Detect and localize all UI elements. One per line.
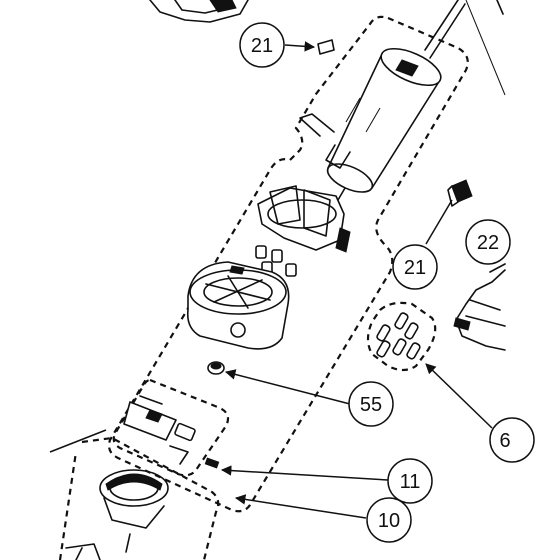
callout-11: 11 (387, 458, 433, 504)
base-coil-part (65, 469, 169, 560)
part-11-screw (204, 457, 220, 469)
leader-10 (234, 494, 367, 519)
svg-text:10: 10 (378, 510, 400, 532)
leader-21-top (284, 41, 316, 52)
lower-boundary (112, 378, 230, 477)
svg-text:21: 21 (251, 35, 273, 57)
part-55 (207, 361, 225, 375)
callout-6: 6 (489, 417, 535, 463)
callout-21-top: 21 (239, 22, 285, 68)
part-21-mid (447, 179, 473, 207)
switch-assembly-part (123, 395, 196, 465)
leader-6 (425, 363, 493, 429)
edge-line (465, 0, 506, 96)
callout-55: 55 (348, 381, 394, 427)
callout-10: 10 (366, 497, 412, 543)
svg-text:21: 21 (404, 257, 426, 279)
part-21-top (317, 39, 335, 55)
callout-22: 22 (465, 219, 511, 265)
leader-55 (224, 369, 351, 405)
svg-text:55: 55 (360, 394, 382, 416)
svg-text:11: 11 (400, 471, 421, 493)
leader-11 (220, 465, 389, 481)
bowl-base-part (186, 261, 290, 350)
fan-part (257, 185, 351, 253)
screw-cluster-boundary (366, 301, 437, 372)
motor-part (299, 0, 466, 201)
svg-text:6: 6 (499, 430, 510, 452)
callout-21-mid: 21 (392, 244, 438, 290)
top-assembly-part (149, 0, 249, 23)
assembly-boundary (107, 15, 469, 513)
svg-text:22: 22 (477, 232, 499, 254)
right-assembly-part (453, 263, 506, 351)
part-6-screws (376, 312, 421, 360)
leader-21-mid (425, 199, 453, 245)
bottom-boundary (58, 436, 220, 560)
leader-left (49, 429, 107, 453)
